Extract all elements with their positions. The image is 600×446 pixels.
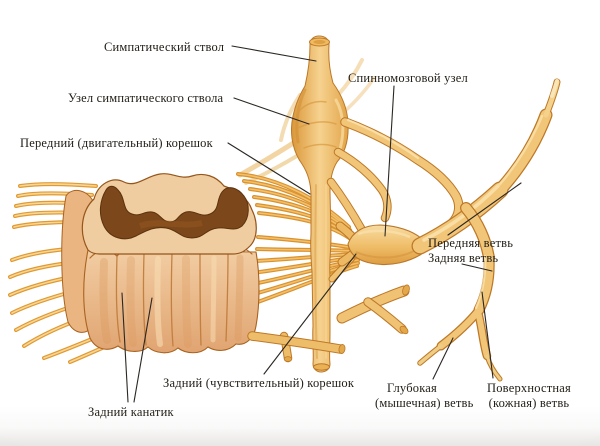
leader-anterior-motor-root [227, 142, 311, 195]
leader-sympathetic-trunk [231, 45, 317, 62]
label-posterior-branch: Задняя ветвь [428, 251, 499, 265]
label-sympathetic-trunk: Симпатический ствол [104, 40, 225, 54]
trunk-cut-end-bottom [313, 363, 330, 371]
label-posterior-funiculus: Задний канатик [88, 405, 174, 419]
cut-nerve-stubs [247, 284, 410, 363]
posterior-branch-shape [417, 202, 503, 382]
anterior-branch-shape [411, 78, 561, 255]
sympathetic-trunk-shape [291, 35, 349, 373]
leader-posterior-branch [461, 263, 493, 272]
nerve-loop-strands [333, 117, 464, 228]
label-deep-branch: Глубокая (мышечная) ветвь [375, 381, 474, 410]
leader-posterior-funiculus-2 [133, 297, 153, 403]
spinal-nerve [335, 78, 561, 382]
label-spinal-ganglion: Спинномозговой узел [348, 71, 468, 85]
leader-anterior-branch [447, 182, 522, 236]
leader-sympathetic-trunk-ganglion [233, 97, 310, 125]
leader-posterior-sensory-root [263, 253, 357, 375]
label-anterior-branch: Передняя ветвь [428, 236, 514, 250]
leader-deep-branch [432, 337, 454, 380]
leader-posterior-funiculus-1 [121, 292, 129, 403]
leader-superficial-branch [481, 291, 494, 379]
leader-lines [121, 45, 522, 403]
label-sympathetic-trunk-ganglion: Узел симпатического ствола [68, 91, 224, 105]
label-posterior-sensory-root: Задний (чувствительный) корешок [163, 376, 355, 390]
leader-spinal-ganglion [384, 85, 395, 237]
spinal-cord-segment [61, 173, 260, 354]
label-superficial-branch: Поверхностная (кожная) ветвь [486, 381, 571, 410]
label-anterior-motor-root: Передний (двигательный) корешок [20, 136, 213, 150]
gray-matter [99, 185, 249, 240]
